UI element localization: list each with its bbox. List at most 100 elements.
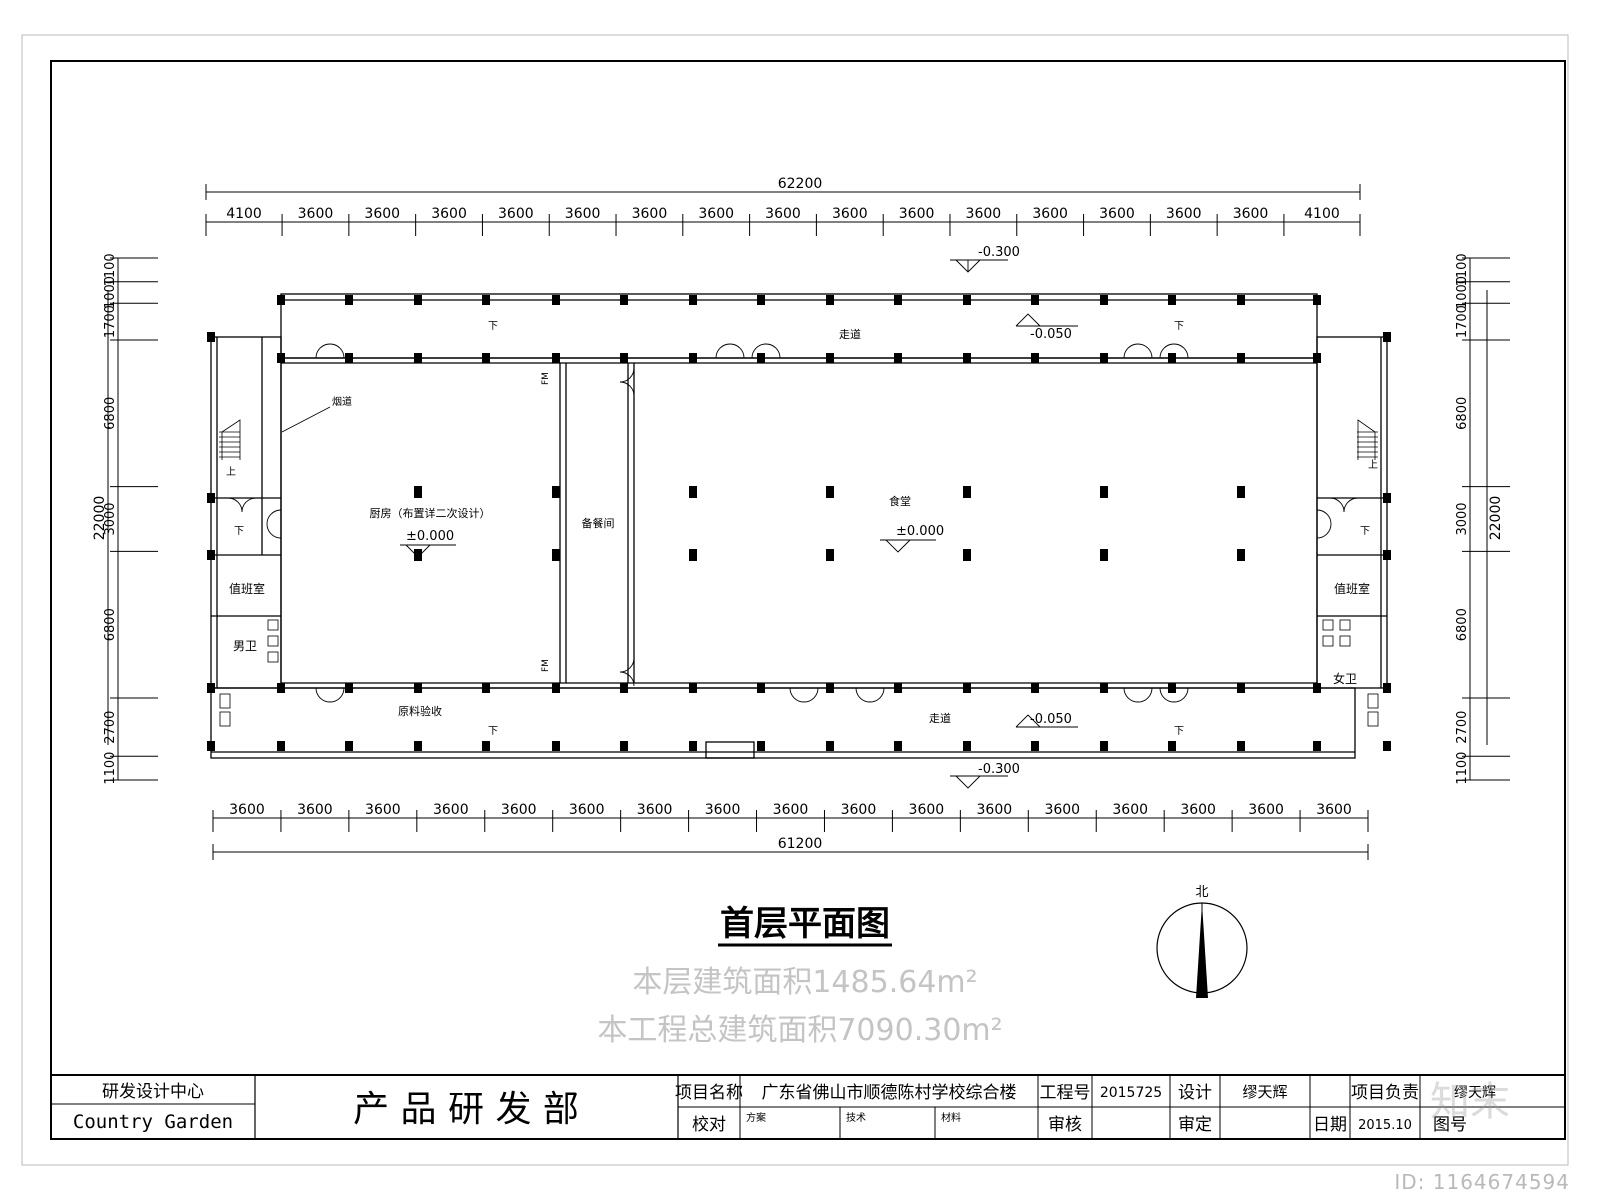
room-label-servery: 备餐间 [582, 516, 615, 530]
column [1313, 353, 1321, 363]
column [894, 741, 902, 751]
dimension-segment: 3600 [1044, 802, 1080, 818]
dimension-segment: 3000 [1455, 502, 1470, 535]
column [207, 683, 215, 693]
column [894, 353, 902, 363]
column [1383, 741, 1391, 751]
dimension-segment: 1000 [103, 276, 118, 309]
dimension-segment: 3600 [1316, 802, 1352, 818]
project-lead-label: 项目负责 [1351, 1083, 1419, 1103]
column [552, 353, 560, 363]
east-stair [1357, 419, 1378, 460]
column [277, 741, 285, 751]
column [1168, 741, 1176, 751]
column [1031, 295, 1039, 305]
total-area-label: 本工程总建筑面积 [597, 1013, 837, 1048]
dimension-segment: 3600 [909, 802, 945, 818]
dimension-segment: 3600 [229, 802, 265, 818]
column [826, 549, 834, 561]
room-label-dining: 食堂 [889, 494, 911, 508]
dimension-segment: 3600 [841, 802, 877, 818]
floor-area-label: 本层建筑面积 [632, 965, 812, 1000]
floor-area: 本层建筑面积1485.64m² [632, 965, 977, 1000]
column [1100, 683, 1108, 693]
column [277, 295, 285, 305]
column [963, 741, 971, 751]
asset-id-label: ID: 1164674594 [1394, 1170, 1570, 1194]
column [1168, 683, 1176, 693]
room-label-duty-east: 值班室 [1334, 581, 1370, 596]
fm-label-south: FM [541, 659, 551, 672]
right-total-dimension: 22000 [1488, 496, 1504, 541]
column [1383, 683, 1391, 693]
watermark-logo: 知末 [1430, 1079, 1510, 1125]
dimension-segment: 3600 [773, 802, 809, 818]
drawing-no-label: 图号 [1433, 1115, 1467, 1135]
column [689, 486, 697, 498]
dimension-segment: 1700 [1455, 305, 1470, 338]
column [689, 353, 697, 363]
column [207, 493, 215, 503]
column [207, 332, 215, 342]
north-label: 北 [1195, 885, 1208, 900]
column [689, 295, 697, 305]
dimension-segment: 3600 [1099, 206, 1135, 222]
column [1237, 295, 1245, 305]
ramp-down-s1: 下 [488, 726, 498, 737]
column [894, 295, 902, 305]
room-label-kitchen: 厨房（布置详二次设计） [370, 506, 491, 520]
column [757, 295, 765, 305]
room-label-mens-wc: 男卫 [233, 639, 257, 653]
dimension-segment: 1700 [103, 305, 118, 338]
column [826, 295, 834, 305]
column [1237, 549, 1245, 561]
total-area: 本工程总建筑面积7090.30m² [597, 1013, 1002, 1048]
dimension-segment: 1100 [103, 752, 118, 785]
column [207, 741, 215, 751]
column [1031, 353, 1039, 363]
column [620, 741, 628, 751]
room-label-womens-wc: 女卫 [1333, 671, 1357, 686]
column [1313, 295, 1321, 305]
column [414, 549, 422, 561]
scheme-label: 方案 [746, 1111, 766, 1124]
stair-down-east: 下 [1360, 526, 1370, 537]
column [552, 549, 560, 561]
dimension-segment: 3600 [565, 206, 601, 222]
dimension-segment: 3600 [1166, 206, 1202, 222]
column [757, 353, 765, 363]
dimension-segment: 1100 [103, 253, 118, 286]
column [963, 353, 971, 363]
column [689, 683, 697, 693]
column [482, 295, 490, 305]
column [963, 683, 971, 693]
top-total-dimension: 62200 [778, 176, 823, 192]
project-name: 广东省佛山市顺德陈村学校综合楼 [762, 1083, 1017, 1103]
column [1383, 332, 1391, 342]
dimension-segment: 3600 [433, 802, 469, 818]
column [207, 550, 215, 560]
dimension-segment: 3600 [365, 802, 401, 818]
column [414, 741, 422, 751]
column [277, 353, 285, 363]
column [689, 741, 697, 751]
dimension-segment: 3600 [765, 206, 801, 222]
date-value: 2015.10 [1358, 1118, 1412, 1133]
dimension-segment: 3600 [431, 206, 467, 222]
dimension-segment: 3600 [966, 206, 1002, 222]
dimension-segment: 6800 [103, 608, 118, 641]
dimension-segment: 6800 [1455, 608, 1470, 641]
dimension-segment: 3600 [632, 206, 668, 222]
column [1237, 683, 1245, 693]
column [414, 486, 422, 498]
dimension-segment: 3600 [977, 802, 1013, 818]
dimension-segment: 3600 [501, 802, 537, 818]
stair-up-east: 上 [1368, 459, 1378, 471]
dimension-segment: 4100 [226, 206, 262, 222]
title-block [51, 1074, 1565, 1139]
dimension-segment: 3600 [364, 206, 400, 222]
column [482, 353, 490, 363]
outer-level-south: -0.300 [978, 762, 1020, 777]
